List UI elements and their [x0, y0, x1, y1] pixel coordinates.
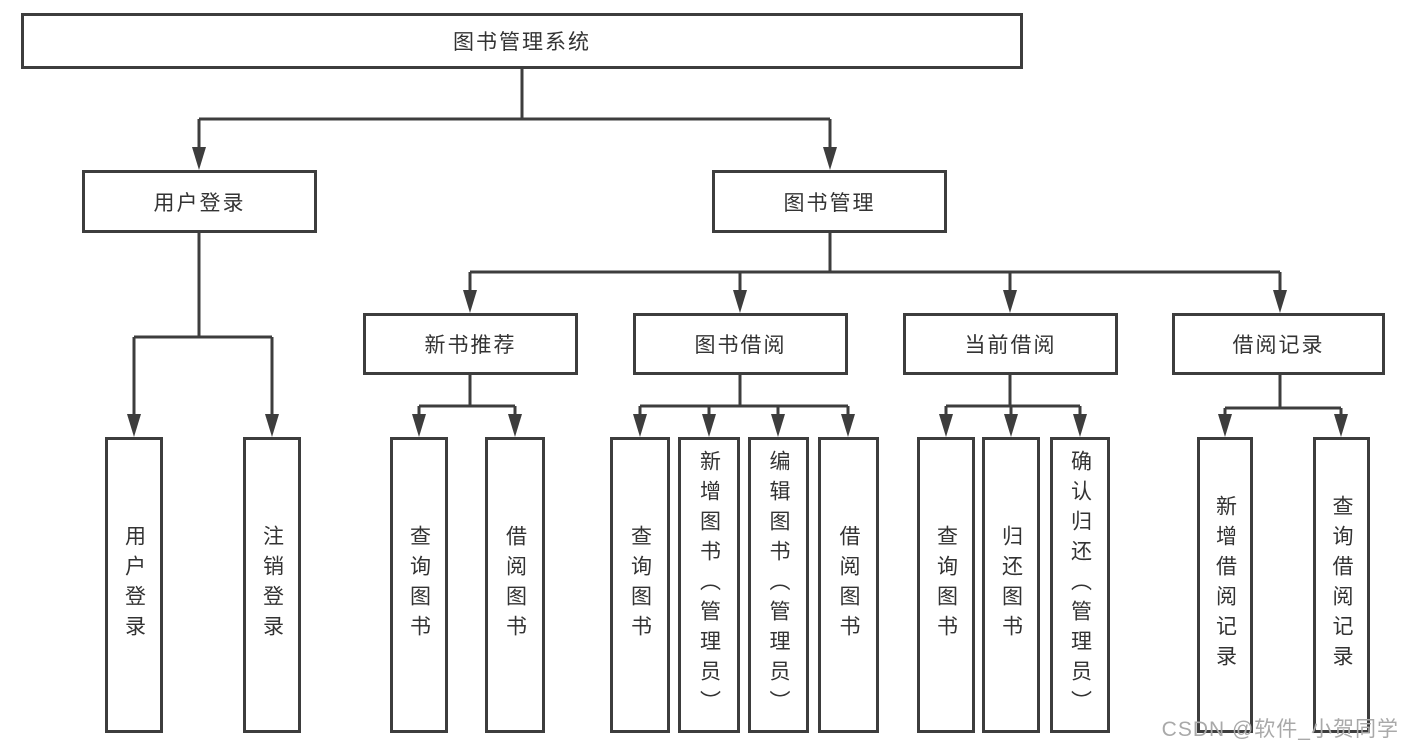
node-label: 新书推荐: [424, 334, 517, 357]
node-book-management: 图书管理: [712, 170, 947, 233]
leaf-label: 确认归还（管理员）: [1068, 450, 1092, 720]
leaf-label: 查询借阅记录: [1330, 495, 1353, 675]
leaf-label: 归还图书: [999, 525, 1023, 645]
leaf-label: 新增图书（管理员）: [697, 450, 721, 720]
leaf-label: 查询图书: [628, 525, 652, 645]
leaf-label: 查询图书: [407, 525, 431, 645]
leaf-borrowing-borrow-books: 借阅图书: [818, 437, 879, 733]
csdn-watermark: CSDN @软件_小贺同学: [1161, 718, 1399, 741]
leaf-user-login: 用户登录: [105, 437, 163, 733]
leaf-label: 用户登录: [122, 525, 146, 645]
leaf-label: 借阅图书: [837, 525, 860, 645]
node-library-management-system: 图书管理系统: [21, 13, 1023, 69]
node-label: 图书管理系统: [453, 31, 591, 54]
leaf-newbook-query-books: 查询图书: [390, 437, 448, 733]
leaf-label: 新增借阅记录: [1213, 495, 1237, 675]
arrowhead-icons: [127, 147, 1348, 437]
leaf-records-add-record: 新增借阅记录: [1197, 437, 1253, 733]
leaf-current-query-books: 查询图书: [917, 437, 975, 733]
leaf-current-confirm-return-admin: 确认归还（管理员）: [1050, 437, 1110, 733]
leaf-borrowing-add-books-admin: 新增图书（管理员）: [678, 437, 740, 733]
leaf-borrowing-query-books: 查询图书: [610, 437, 670, 733]
leaf-borrowing-edit-books-admin: 编辑图书（管理员）: [748, 437, 809, 733]
leaf-records-query-record: 查询借阅记录: [1313, 437, 1370, 733]
node-current-borrowing: 当前借阅: [903, 313, 1118, 375]
node-label: 图书借阅: [694, 334, 787, 357]
node-user-login: 用户登录: [82, 170, 317, 233]
node-label: 借阅记录: [1232, 334, 1325, 357]
leaf-label: 借阅图书: [503, 525, 527, 645]
node-label: 图书管理: [783, 191, 876, 215]
node-label: 当前借阅: [964, 334, 1057, 357]
leaf-current-return-books: 归还图书: [982, 437, 1040, 733]
node-label: 用户登录: [153, 191, 246, 215]
leaf-newbook-borrow-books: 借阅图书: [485, 437, 545, 733]
leaf-label: 注销登录: [260, 525, 284, 645]
node-book-borrowing: 图书借阅: [633, 313, 848, 375]
node-new-book-recommendation: 新书推荐: [363, 313, 578, 375]
leaf-label: 查询图书: [934, 525, 958, 645]
leaf-label: 编辑图书（管理员）: [767, 450, 790, 720]
leaf-logout: 注销登录: [243, 437, 301, 733]
node-borrowing-records: 借阅记录: [1172, 313, 1385, 375]
